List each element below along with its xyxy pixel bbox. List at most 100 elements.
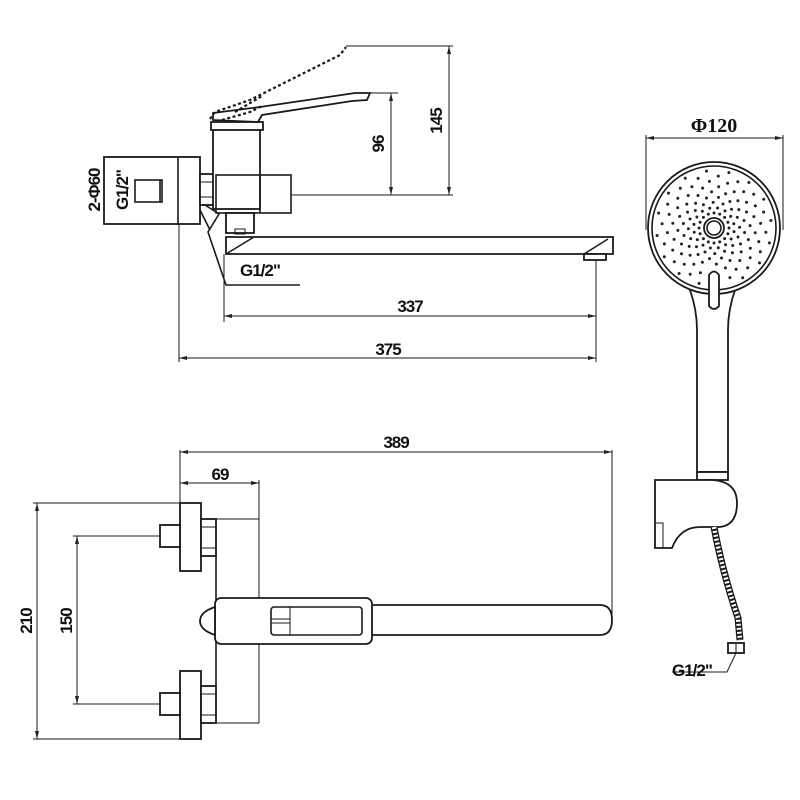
nozzle-dot	[742, 190, 746, 194]
nozzle-dot	[696, 194, 700, 197]
spout-top-view	[369, 604, 613, 636]
nozzle-dot	[692, 230, 696, 234]
nozzle-dot	[746, 266, 750, 270]
nozzle-dot	[690, 185, 694, 189]
nozzle-dot	[662, 242, 666, 246]
lever-closed	[212, 92, 372, 123]
nozzle-dot	[672, 237, 676, 241]
nozzle-dot	[736, 199, 740, 203]
dim-outlet-thread: G1/2"	[240, 261, 280, 280]
nozzle-dot	[757, 240, 761, 244]
nozzle-dot	[667, 191, 670, 195]
nozzle-dot	[726, 232, 730, 236]
nozzle-dot	[732, 230, 736, 234]
nozzle-dot	[762, 197, 766, 201]
nozzle-dot	[696, 253, 700, 256]
nozzle-dot	[743, 231, 747, 234]
mixer-body-top	[214, 597, 373, 645]
nozzle-dot	[729, 214, 733, 218]
nozzle-dot	[698, 232, 702, 236]
nozzle-dot	[767, 241, 771, 245]
nozzle-dot	[727, 226, 731, 230]
lever-open-dashed	[209, 46, 347, 122]
dim-overall-length: 375	[375, 340, 401, 359]
nozzle-dot	[739, 250, 743, 254]
nozzle-dot	[736, 180, 740, 184]
nozzle-dot	[723, 237, 727, 241]
nozzle-dot	[705, 196, 708, 200]
nozzle-dot	[728, 200, 732, 203]
inlet-pipe	[134, 179, 163, 203]
dim-body-depth: 69	[212, 465, 229, 484]
nozzle-dot	[708, 257, 711, 261]
shower-handle	[688, 289, 737, 473]
nozzle-dot	[713, 252, 717, 256]
dim-hose-thread: G1/2"	[672, 661, 712, 680]
nozzle-dot	[723, 215, 727, 219]
nozzle-dot	[710, 190, 714, 194]
nozzle-dot	[753, 231, 757, 235]
nozzle-dot	[678, 186, 682, 190]
nozzle-dot	[723, 249, 727, 253]
nozzle-dot	[700, 209, 704, 213]
nozzle-dot	[734, 267, 738, 271]
nozzle-dot	[688, 272, 692, 276]
upper-inlet-nut	[200, 518, 217, 557]
nozzle-dot	[753, 204, 757, 208]
nozzle-dot	[718, 240, 722, 244]
dim-inlet-spec: 2-Φ60	[85, 168, 104, 212]
nozzle-dot	[716, 174, 720, 178]
nozzle-dot	[680, 252, 683, 256]
nozzle-dot	[748, 224, 752, 228]
nozzle-dot	[701, 203, 705, 207]
dim-lever-height-open: 145	[427, 108, 446, 134]
nozzle-dot	[728, 276, 732, 280]
nozzle-dot	[742, 219, 746, 222]
nozzle-dot	[718, 212, 722, 216]
nozzle-dot	[747, 181, 751, 184]
nozzle-dot	[676, 228, 680, 232]
nozzle-dot	[706, 240, 710, 244]
nozzle-dot	[687, 244, 691, 248]
nozzle-dot	[682, 234, 686, 237]
nozzle-dot	[660, 222, 664, 226]
nozzle-dot	[686, 227, 690, 231]
lower-inlet-flange	[179, 670, 202, 740]
nozzle-dot	[752, 192, 756, 196]
nozzle-dot	[666, 202, 670, 206]
nozzle-dot	[731, 244, 735, 247]
nozzle-dot	[695, 238, 699, 242]
nozzle-dot	[724, 192, 728, 196]
nozzle-dot	[739, 242, 742, 246]
nozzle-dot	[667, 212, 671, 216]
nozzle-dot	[697, 281, 701, 285]
side-view: 145 96 2-Φ60 G1/2" G1/2" 337 375	[85, 45, 614, 362]
nozzle-dot	[686, 210, 689, 214]
nozzle-dot	[732, 222, 736, 226]
nozzle-dot	[672, 260, 676, 264]
nozzle-dot	[655, 234, 659, 237]
nozzle-dot	[707, 179, 711, 183]
nozzle-dot	[716, 206, 720, 210]
nozzle-dot	[723, 209, 727, 213]
nozzle-dot	[714, 262, 718, 266]
nozzle-dot	[708, 246, 712, 250]
dim-lever-height-closed: 96	[369, 135, 388, 152]
nozzle-dot	[671, 221, 675, 225]
nozzle-dot	[735, 215, 739, 219]
nozzle-dot	[720, 256, 723, 260]
dim-spout-reach: 337	[397, 297, 423, 316]
wall-flange	[103, 156, 201, 225]
nozzle-dot	[693, 209, 697, 212]
nozzle-dot	[701, 215, 705, 219]
nozzle-dot	[708, 206, 712, 210]
nozzle-dot	[678, 214, 682, 218]
nozzle-dot	[723, 266, 727, 270]
nozzle-dot	[703, 250, 707, 254]
nozzle-dot	[697, 226, 701, 230]
nozzle-dot	[698, 271, 702, 275]
nozzle-dot	[676, 206, 680, 210]
nozzle-dot	[745, 210, 748, 214]
nozzle-dot	[662, 255, 666, 259]
